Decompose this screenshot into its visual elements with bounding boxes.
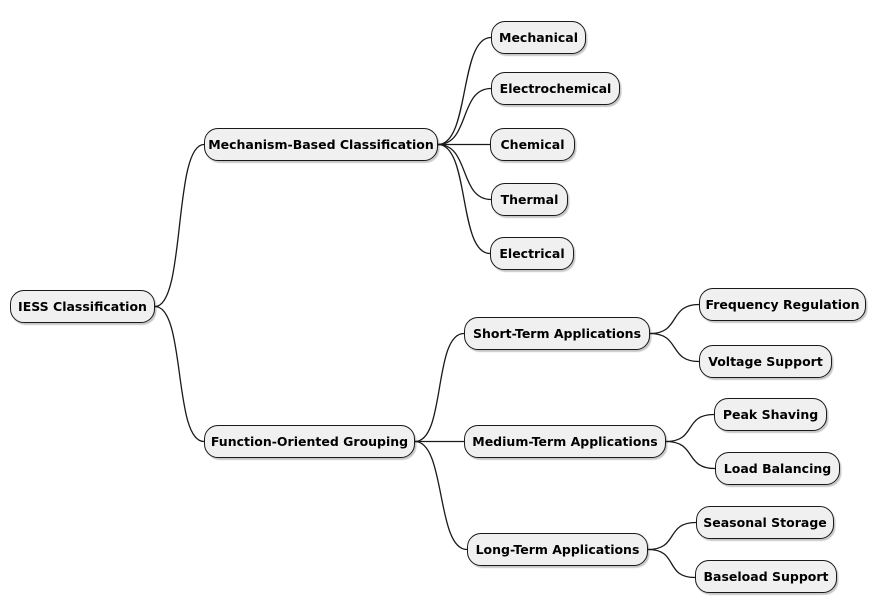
edge-mechanism-to-electrochemical bbox=[437, 87, 492, 146]
node-mechanism-based-classification: Mechanism-Based Classification bbox=[204, 128, 438, 161]
node-chemical: Chemical bbox=[490, 128, 575, 161]
node-thermal: Thermal bbox=[491, 183, 568, 216]
node-medium-term-applications: Medium-Term Applications bbox=[464, 425, 666, 458]
edge-long-term-to-seasonal-storage bbox=[647, 521, 697, 551]
edge-root-to-mechanism bbox=[154, 143, 205, 308]
edge-function-to-long-term bbox=[414, 440, 468, 551]
node-seasonal-storage: Seasonal Storage bbox=[696, 506, 834, 539]
node-load-balancing: Load Balancing bbox=[715, 452, 840, 485]
edge-long-term-to-baseload-support bbox=[647, 548, 696, 579]
node-electrical: Electrical bbox=[490, 237, 574, 270]
node-long-term-applications: Long-Term Applications bbox=[467, 533, 648, 566]
node-frequency-regulation: Frequency Regulation bbox=[699, 288, 866, 321]
edge-mechanism-to-thermal bbox=[437, 143, 492, 201]
edge-mechanism-to-electrical bbox=[437, 143, 491, 255]
edge-mechanism-to-mechanical bbox=[437, 36, 492, 146]
edge-function-to-short-term bbox=[414, 332, 465, 443]
edge-medium-term-to-load-balancing bbox=[665, 440, 716, 470]
edge-root-to-function bbox=[154, 305, 205, 443]
node-peak-shaving: Peak Shaving bbox=[714, 398, 827, 431]
node-iess-classification: IESS Classification bbox=[10, 290, 155, 323]
node-mechanical: Mechanical bbox=[491, 21, 586, 54]
node-function-oriented-grouping: Function-Oriented Grouping bbox=[204, 425, 415, 458]
edge-short-term-to-voltage-support bbox=[649, 332, 700, 363]
node-short-term-applications: Short-Term Applications bbox=[464, 317, 650, 350]
node-voltage-support: Voltage Support bbox=[699, 345, 832, 378]
edge-short-term-to-frequency-regulation bbox=[649, 303, 700, 335]
node-electrochemical: Electrochemical bbox=[491, 72, 620, 105]
edge-medium-term-to-peak-shaving bbox=[665, 413, 715, 443]
node-baseload-support: Baseload Support bbox=[695, 560, 837, 593]
